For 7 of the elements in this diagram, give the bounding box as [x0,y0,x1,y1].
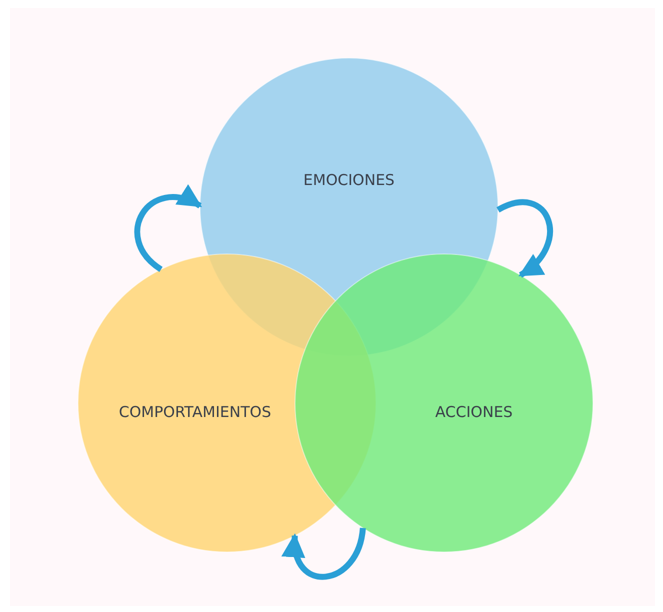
curved-arrow [134,186,202,272]
curved-arrow [283,528,366,580]
curved-arrow [496,199,553,278]
circle-label: EMOCIONES [303,171,395,189]
circle-label: ACCIONES [435,403,513,421]
circle-label: COMPORTAMIENTOS [118,403,272,421]
venn-circle [294,253,594,553]
